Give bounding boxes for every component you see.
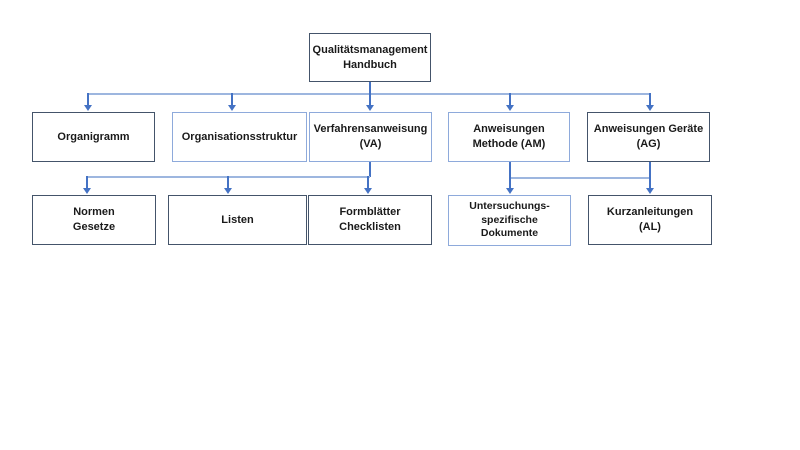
node-anweisungen-geraete-ag: Anweisungen Geräte (AG) — [587, 112, 710, 162]
node-organisationsstruktur: Organisationsstruktur — [172, 112, 307, 162]
connector-root-to-am — [509, 93, 511, 105]
arrow-down-icon — [84, 105, 92, 111]
connector-root-to-organigramm — [87, 93, 89, 105]
node-qualitaetsmanagement-handbuch: Qualitätsmanagement Handbuch — [309, 33, 431, 82]
node-formblaetter-checklisten: Formblätter Checklisten — [308, 195, 432, 245]
connector-root-to-ag — [649, 93, 651, 105]
connector-ag-to-kurzanleitungen — [649, 162, 651, 188]
connector-root-to-va — [369, 93, 371, 105]
connector-root-to-organisationsstruktur — [231, 93, 233, 105]
arrow-down-icon — [506, 105, 514, 111]
connector-root-stub — [369, 82, 371, 94]
node-organigramm: Organigramm — [32, 112, 155, 162]
arrow-down-icon — [364, 188, 372, 194]
arrow-down-icon — [83, 188, 91, 194]
arrow-down-icon — [224, 188, 232, 194]
arrow-down-icon — [366, 105, 374, 111]
connector-am-ag-horizontal — [509, 177, 650, 179]
connector-va-to-formblaetter — [367, 176, 369, 188]
node-normen-gesetze: Normen Gesetze — [32, 195, 156, 245]
arrow-down-icon — [646, 188, 654, 194]
connector-root-horizontal — [87, 93, 650, 95]
node-verfahrensanweisung-va: Verfahrensanweisung (VA) — [309, 112, 432, 162]
connector-am-to-dokumente — [509, 162, 511, 188]
arrow-down-icon — [646, 105, 654, 111]
arrow-down-icon — [228, 105, 236, 111]
arrow-down-icon — [506, 188, 514, 194]
connector-va-to-listen — [227, 176, 229, 188]
connector-va-stub — [369, 162, 371, 177]
node-listen: Listen — [168, 195, 307, 245]
node-anweisungen-methode-am: Anweisungen Methode (AM) — [448, 112, 570, 162]
node-kurzanleitungen-al: Kurzanleitungen (AL) — [588, 195, 712, 245]
connector-va-to-normen — [86, 176, 88, 188]
node-untersuchungsspezifische-dokumente: Untersuchungs- spezifische Dokumente — [448, 195, 571, 246]
